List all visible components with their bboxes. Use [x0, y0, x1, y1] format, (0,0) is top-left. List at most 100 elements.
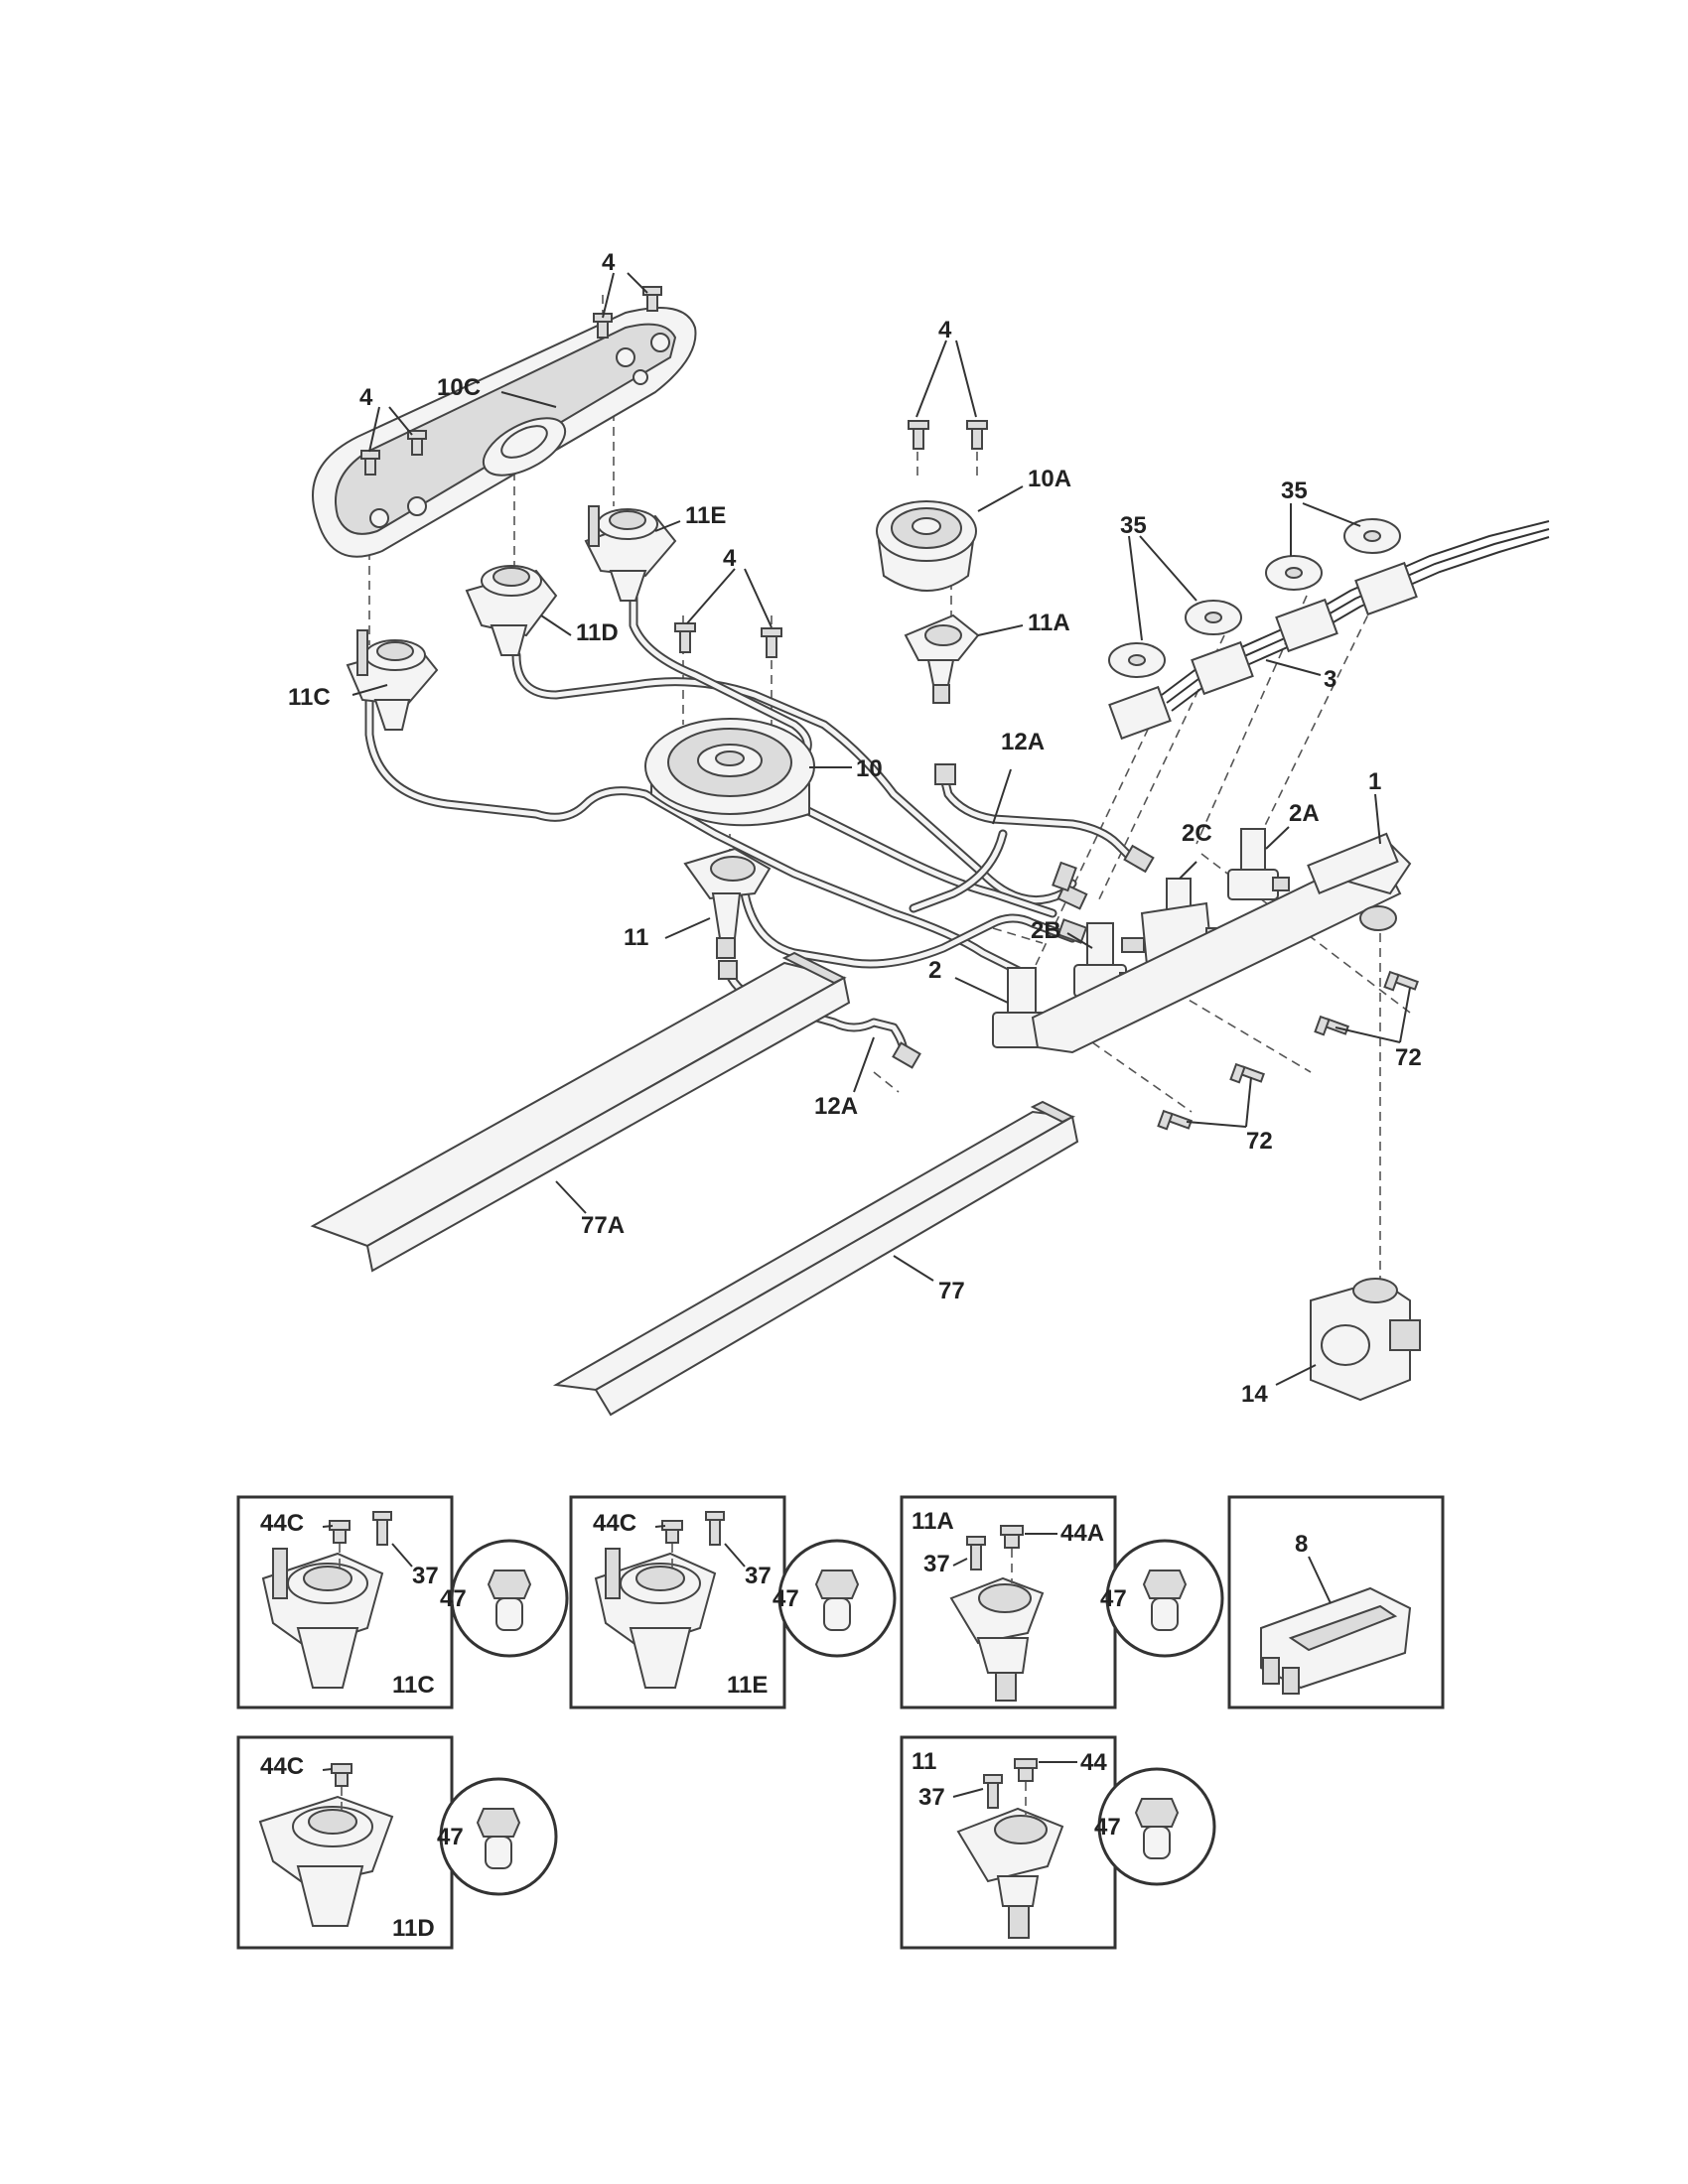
screw-icon — [966, 1536, 986, 1570]
detail-11e-title: 11E — [727, 1672, 768, 1699]
detail-box-11: 11 44 37 47 — [900, 1735, 1216, 1950]
screw-icon — [1229, 1062, 1265, 1084]
burner-base-11 — [683, 847, 772, 959]
screw-icon — [331, 1763, 352, 1787]
callout-labels: 4 10C 4 11E 11D 11C 4 4 10A 11A 10 11 35… — [288, 249, 1422, 1408]
burner-base-11c — [346, 629, 439, 731]
callout-11d: 11D — [576, 619, 619, 646]
callout-4-top: 4 — [602, 249, 616, 276]
screw-icon — [360, 450, 380, 476]
burner-head-10a — [876, 500, 977, 592]
screw-icon — [705, 1511, 725, 1546]
callout-14: 14 — [1241, 1381, 1268, 1408]
detail-11a-title-top: 11A — [912, 1508, 954, 1535]
detail-11c-label-44c: 44C — [260, 1510, 304, 1537]
callout-12a-top: 12A — [1001, 729, 1045, 755]
callout-3: 3 — [1324, 666, 1336, 693]
callout-2a: 2A — [1289, 800, 1320, 827]
ignition-harness-3 — [1108, 520, 1550, 741]
detail-11a-label-37: 37 — [923, 1551, 950, 1577]
detail-11-label-47: 47 — [1094, 1814, 1121, 1841]
callout-12a-bottom: 12A — [814, 1093, 858, 1120]
burner-base-icon — [956, 1807, 1064, 1939]
callout-11: 11 — [624, 924, 648, 951]
screw-icon — [1014, 1758, 1038, 1782]
detail-11-label-37: 37 — [918, 1784, 945, 1811]
detail-box-11c: 44C 37 11C 47 — [236, 1495, 569, 1709]
orifice-icon — [1134, 1798, 1180, 1859]
griddle-burner-10c — [312, 307, 697, 558]
orifice-icon — [814, 1570, 860, 1631]
screw-icon — [407, 430, 427, 456]
callout-35-left: 35 — [1120, 512, 1147, 539]
detail-11d-label-47: 47 — [437, 1824, 464, 1850]
screw-icon — [983, 1774, 1003, 1809]
burner-base-icon — [258, 1795, 394, 1927]
detail-box-11e: 44C 37 11E 47 — [569, 1495, 897, 1709]
callout-11c: 11C — [288, 684, 331, 711]
orifice-icon — [1142, 1570, 1188, 1631]
callout-4-center: 4 — [723, 545, 737, 572]
detail-11d-label-44c: 44C — [260, 1753, 304, 1780]
grommets-35 — [1108, 518, 1401, 678]
burner-base-icon — [949, 1576, 1045, 1702]
callout-11a: 11A — [1028, 610, 1070, 636]
callout-35-top: 35 — [1281, 478, 1308, 504]
detail-box-11d: 44C 11D 47 — [236, 1735, 558, 1950]
callout-2b: 2B — [1031, 917, 1061, 944]
screw-icon — [908, 420, 929, 450]
screw-icon — [372, 1511, 392, 1546]
screws-72 — [1157, 970, 1419, 1131]
burner-base-icon — [261, 1548, 384, 1689]
detail-8-label: 8 — [1295, 1531, 1308, 1558]
screw-icon — [329, 1520, 351, 1544]
burner-base-11d — [465, 565, 558, 656]
burner-base-icon — [594, 1548, 717, 1689]
spark-module-icon — [1260, 1586, 1412, 1695]
screw-icon — [674, 622, 696, 653]
callout-2: 2 — [928, 957, 941, 984]
detail-11e-label-37: 37 — [745, 1563, 772, 1589]
detail-11a-label-47: 47 — [1100, 1585, 1127, 1612]
callout-72-right: 72 — [1395, 1044, 1422, 1071]
detail-11c-label-37: 37 — [412, 1563, 439, 1589]
screw-icon — [1157, 1109, 1193, 1131]
leader-lines — [352, 272, 1411, 1386]
detail-11c-title: 11C — [392, 1672, 435, 1699]
bracket-77a — [310, 951, 851, 1273]
screw-icon — [1000, 1525, 1024, 1549]
callout-1: 1 — [1368, 768, 1381, 795]
detail-11e-label-44c: 44C — [593, 1510, 636, 1537]
valve-2a — [1227, 828, 1290, 900]
screw-icon — [1383, 970, 1419, 992]
burner-base-11e — [584, 505, 677, 602]
screw-icon — [1314, 1015, 1349, 1036]
detail-11c-label-47: 47 — [440, 1585, 467, 1612]
screw-icon — [761, 627, 782, 658]
callout-4-left: 4 — [359, 384, 373, 411]
callout-10c: 10C — [437, 374, 481, 401]
screw-icon — [642, 286, 662, 312]
burner-head-10 — [644, 718, 815, 827]
callout-2c: 2C — [1182, 820, 1212, 847]
screw-icon — [966, 420, 988, 450]
callout-10: 10 — [856, 755, 883, 782]
detail-box-11a: 11A 44A 37 47 — [900, 1495, 1224, 1709]
bracket-77 — [552, 1100, 1079, 1417]
burner-base-11a — [904, 614, 980, 704]
callout-4-right: 4 — [938, 317, 952, 343]
callout-11e: 11E — [685, 502, 726, 529]
callout-10a: 10A — [1028, 466, 1071, 492]
manifold-1 — [1031, 832, 1412, 1054]
screw-icon — [661, 1520, 683, 1544]
detail-11a-label-44a: 44A — [1060, 1520, 1104, 1547]
regulator-14 — [1310, 1278, 1421, 1402]
detail-11-label-44: 44 — [1080, 1749, 1107, 1776]
detail-11d-title: 11D — [392, 1915, 435, 1942]
orifice-icon — [487, 1570, 532, 1631]
detail-box-8: 8 — [1227, 1495, 1445, 1709]
detail-11e-label-47: 47 — [773, 1585, 799, 1612]
callout-77: 77 — [938, 1278, 965, 1304]
callout-72-bottom: 72 — [1246, 1128, 1273, 1155]
